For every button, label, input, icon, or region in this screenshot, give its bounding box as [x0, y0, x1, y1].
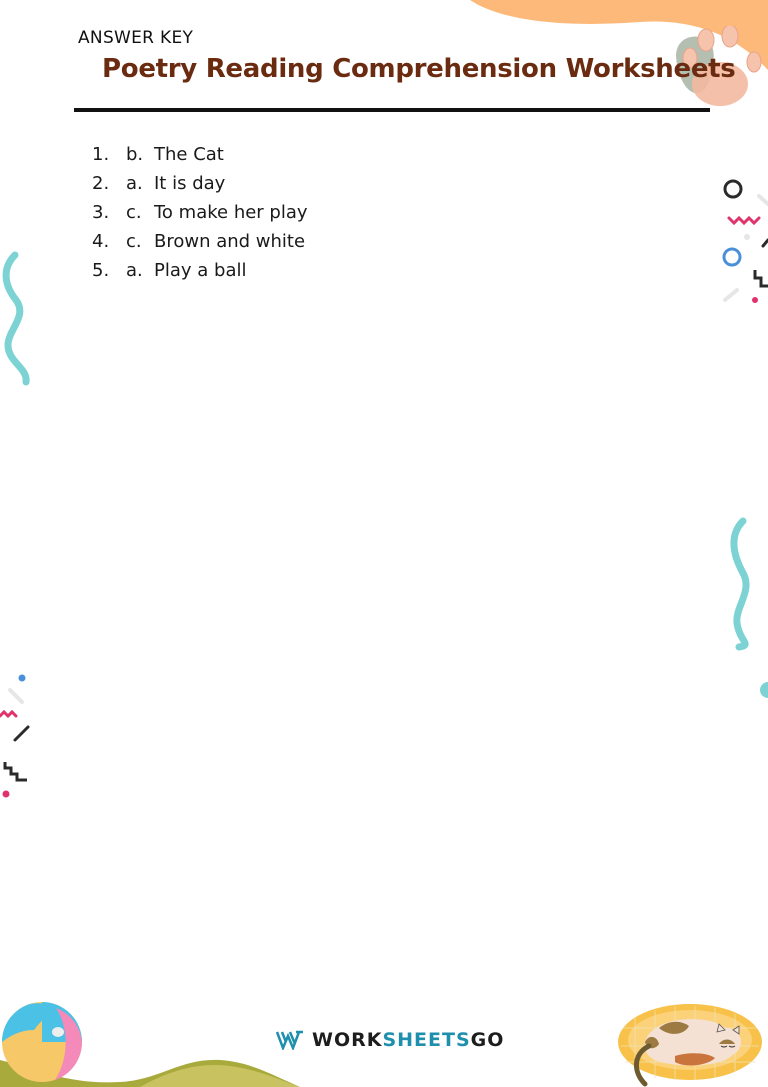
answer-item: 4. c. Brown and white: [92, 227, 308, 256]
answer-text: To make her play: [154, 202, 308, 223]
orange-blob-decoration: [470, 0, 768, 70]
answer-key-label: ANSWER KEY: [78, 28, 194, 48]
answer-option: a.: [126, 173, 143, 194]
brand-text-work: WORK: [312, 1029, 383, 1051]
answer-option: c.: [126, 202, 142, 223]
confetti-decoration-right-top: [722, 179, 768, 303]
answer-item: 1. b. The Cat: [92, 140, 308, 169]
answer-text: Brown and white: [154, 231, 306, 252]
answer-number: 3.: [92, 202, 110, 223]
answer-number: 1.: [92, 144, 110, 165]
answer-text: The Cat: [154, 144, 224, 165]
squiggle-icon: [730, 517, 768, 698]
answer-text: Play a ball: [154, 260, 247, 281]
sleeping-cat-icon: [618, 1004, 762, 1087]
brand-text-sheets: SHEETS: [382, 1029, 471, 1051]
answer-text: It is day: [154, 173, 226, 194]
brand-text-go: GO: [470, 1029, 505, 1051]
answer-number: 2.: [92, 173, 110, 194]
worksheetsgo-logo-icon: [276, 1030, 303, 1050]
answer-item: 3. c. To make her play: [92, 198, 308, 227]
paw-print-icon: [676, 26, 762, 106]
answer-option: c.: [126, 231, 142, 252]
worksheetsgo-logo: WORK SHEETS GO: [276, 1029, 504, 1051]
title-divider: [74, 108, 710, 112]
squiggle-icon: [2, 251, 30, 386]
answer-number: 4.: [92, 231, 110, 252]
answer-option: a.: [126, 260, 143, 281]
beach-ball-icon: [2, 1002, 83, 1082]
confetti-decoration-left: [0, 674, 30, 798]
answer-option: b.: [126, 144, 144, 165]
page-title: Poetry Reading Comprehension Worksheets: [102, 54, 736, 84]
answer-number: 5.: [92, 260, 110, 281]
answer-item: 5. a. Play a ball: [92, 256, 308, 285]
hill-decoration: [0, 1059, 300, 1087]
answer-list: 1. b. The Cat 2. a. It is day 3. c. To m…: [92, 140, 308, 285]
answer-item: 2. a. It is day: [92, 169, 308, 198]
